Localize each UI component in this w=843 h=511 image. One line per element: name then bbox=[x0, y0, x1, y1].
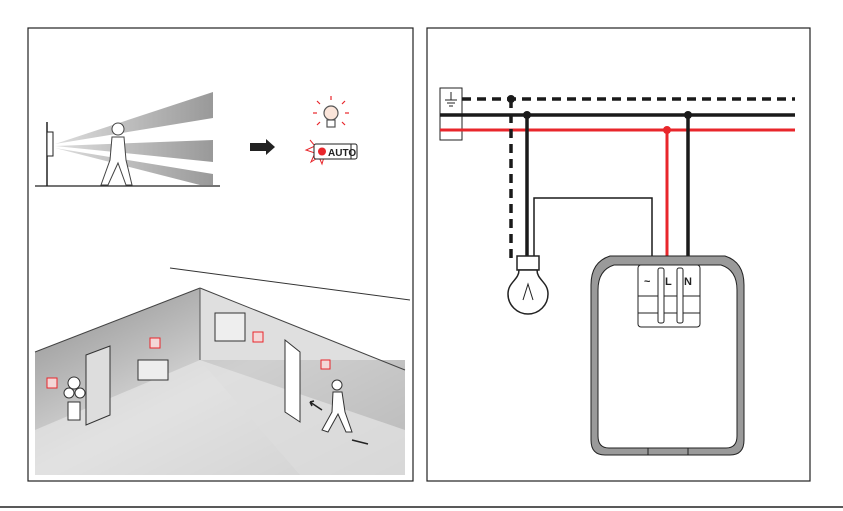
led-icon bbox=[318, 147, 326, 156]
sensor-detection-illustration: AUTO bbox=[35, 92, 358, 187]
wiring-diagram: ~ L N bbox=[439, 87, 795, 456]
sensor-2 bbox=[149, 337, 161, 349]
sensor-1 bbox=[46, 377, 58, 389]
person-icon bbox=[100, 122, 133, 186]
lightbulb-on-icon bbox=[313, 96, 349, 128]
auto-indicator: AUTO bbox=[304, 139, 358, 166]
walking-person bbox=[321, 379, 353, 433]
auto-label: AUTO bbox=[328, 148, 356, 159]
actuator-module: ~ L N bbox=[590, 255, 745, 456]
left-panel: AUTO bbox=[27, 27, 414, 482]
window bbox=[214, 312, 246, 342]
lightbulb-icon bbox=[507, 255, 549, 315]
terminal-l-label: L bbox=[665, 276, 672, 288]
ground-icon bbox=[445, 92, 457, 107]
plant bbox=[63, 376, 86, 421]
right-panel: ~ L N bbox=[426, 27, 811, 482]
door bbox=[85, 345, 111, 426]
open-door bbox=[284, 338, 301, 423]
terminal-switched-label: ~ bbox=[644, 276, 651, 288]
terminal-n-label: N bbox=[684, 276, 692, 288]
room-illustration bbox=[34, 267, 411, 475]
sensor-4 bbox=[320, 359, 331, 370]
radiator bbox=[137, 359, 169, 381]
arrow-icon bbox=[250, 139, 275, 155]
sensor-3 bbox=[252, 331, 264, 343]
